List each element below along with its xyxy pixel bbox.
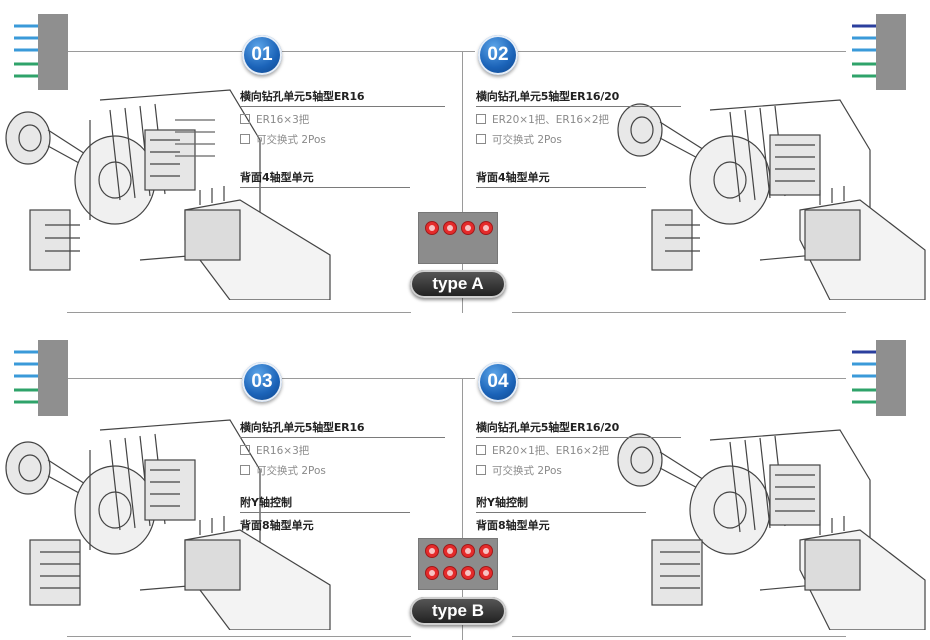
hole-icon — [479, 221, 493, 235]
hole-icon — [461, 566, 475, 580]
panel-number-badge: 02 — [478, 35, 518, 75]
panel-spec-02: 横向钻孔单元5轴型ER16/20 ER20×1把、ER16×2把 可交换式 2P… — [476, 88, 681, 188]
checkbox-icon — [476, 114, 486, 124]
panel-title: 横向钻孔单元5轴型ER16/20 — [476, 419, 681, 438]
spec-item: 可交换式 2Pos — [476, 132, 681, 147]
panel-spec-03: 横向钻孔单元5轴型ER16 ER16×3把 可交换式 2Pos 附Y轴控制 背面… — [240, 419, 445, 535]
checkbox-icon — [240, 445, 250, 455]
panel-number-badge: 01 — [242, 35, 282, 75]
divider-lower-right — [512, 636, 846, 637]
divider-bottom-mid — [282, 378, 475, 379]
spec-item: 可交换式 2Pos — [240, 463, 445, 478]
machine-illustration-icon — [5, 419, 331, 630]
checkbox-icon — [240, 114, 250, 124]
hole-icon — [425, 566, 439, 580]
panel-title: 横向钻孔单元5轴型ER16 — [240, 88, 445, 107]
divider-middle-right — [512, 312, 846, 313]
spec-item: ER20×1把、ER16×2把 — [476, 112, 681, 127]
checkbox-icon — [476, 465, 486, 475]
tool-rack-icon — [852, 340, 906, 416]
divider-top-right — [518, 51, 846, 52]
checkbox-icon — [476, 445, 486, 455]
hole-icon — [425, 544, 439, 558]
spec-extra: 背面4轴型单元 — [240, 169, 410, 188]
type-a-label: type A — [410, 270, 506, 298]
panel-spec-01: 横向钻孔单元5轴型ER16 ER16×3把 可交换式 2Pos 背面4轴型单元 — [240, 88, 445, 188]
machine-illustration-icon — [617, 99, 926, 300]
hole-plate-type-b — [418, 538, 498, 590]
machine-illustration-icon — [5, 89, 331, 300]
divider-top-mid — [282, 51, 475, 52]
panel-spec-04: 横向钻孔单元5轴型ER16/20 ER20×1把、ER16×2把 可交换式 2P… — [476, 419, 681, 535]
spec-item: ER20×1把、ER16×2把 — [476, 443, 681, 458]
tool-rack-icon — [14, 14, 68, 90]
checkbox-icon — [476, 134, 486, 144]
spec-item: ER16×3把 — [240, 112, 445, 127]
panel-number-badge: 03 — [242, 362, 282, 402]
spec-extra: 附Y轴控制 — [240, 494, 410, 513]
panel-title: 横向钻孔单元5轴型ER16 — [240, 419, 445, 438]
hole-icon — [425, 221, 439, 235]
divider-bottom-left — [67, 378, 242, 379]
spec-item: 可交换式 2Pos — [476, 463, 681, 478]
type-b-label: type B — [410, 597, 506, 625]
hole-icon — [461, 544, 475, 558]
panel-title: 横向钻孔单元5轴型ER16/20 — [476, 88, 681, 107]
spec-item: 可交换式 2Pos — [240, 132, 445, 147]
tool-rack-icon — [14, 340, 68, 416]
tool-rack-icon — [852, 14, 906, 90]
hole-icon — [443, 221, 457, 235]
hole-icon — [479, 544, 493, 558]
hole-plate-type-a — [418, 212, 498, 264]
hole-icon — [479, 566, 493, 580]
spec-extra: 背面4轴型单元 — [476, 169, 646, 188]
hole-icon — [443, 544, 457, 558]
spec-extra: 背面8轴型单元 — [476, 519, 550, 532]
divider-vertical-top — [462, 51, 463, 313]
checkbox-icon — [240, 465, 250, 475]
panel-number-badge: 04 — [478, 362, 518, 402]
hole-icon — [443, 566, 457, 580]
checkbox-icon — [240, 134, 250, 144]
divider-middle-left — [67, 312, 411, 313]
spec-extra: 附Y轴控制 — [476, 494, 646, 513]
spec-item: ER16×3把 — [240, 443, 445, 458]
divider-top-left — [67, 51, 242, 52]
machine-illustration-icon — [617, 429, 926, 630]
spec-extra: 背面8轴型单元 — [240, 519, 314, 532]
divider-lower-left — [67, 636, 411, 637]
divider-bottom-right — [518, 378, 846, 379]
hole-icon — [461, 221, 475, 235]
divider-vertical-bottom — [462, 378, 463, 640]
